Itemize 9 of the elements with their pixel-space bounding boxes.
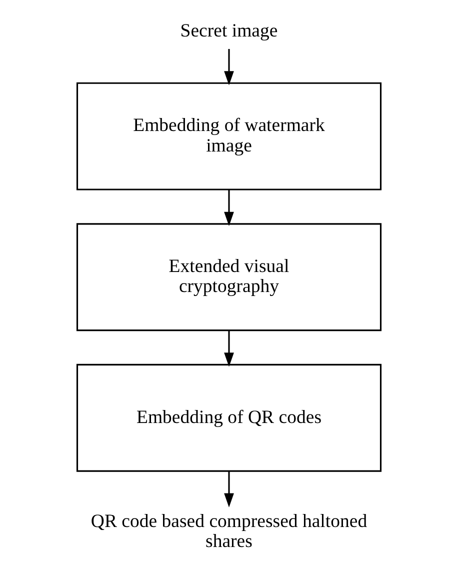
- arrow: [224, 190, 234, 226]
- node-text: QR code based compressed haltoned shares: [90, 510, 367, 552]
- arrow: [224, 330, 234, 367]
- node-text: Secret image: [180, 20, 278, 42]
- arrow: [224, 471, 234, 508]
- arrow: [224, 48, 234, 86]
- node-box: Embedding of watermark image: [76, 82, 382, 190]
- node-box: Extended visual cryptography: [76, 223, 382, 332]
- node-box: Embedding of QR codes: [76, 364, 382, 472]
